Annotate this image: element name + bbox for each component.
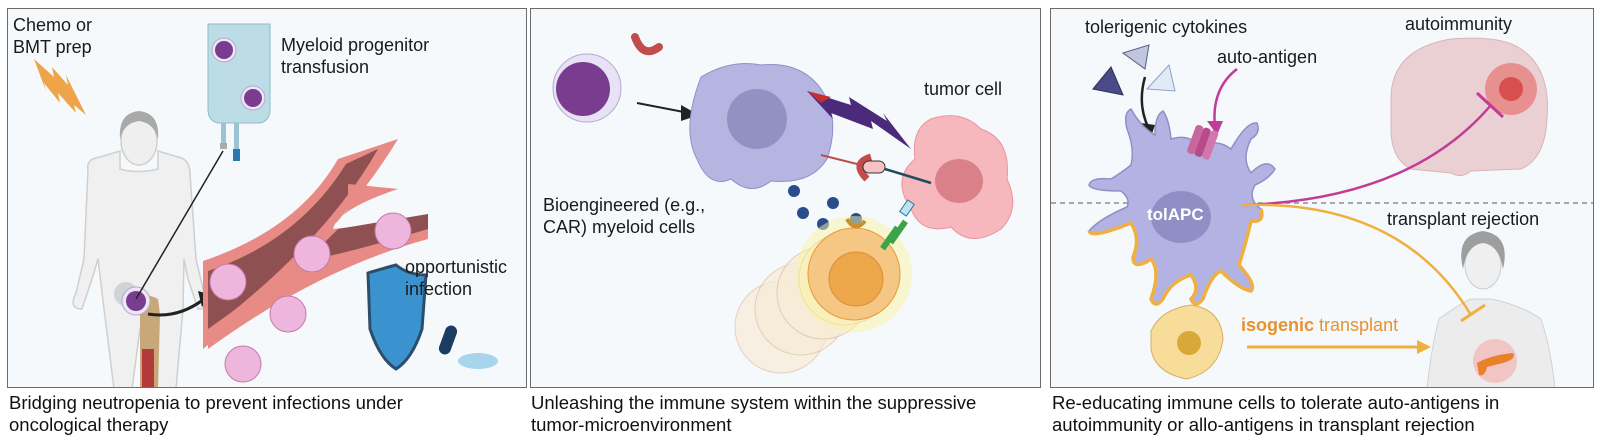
antigen bbox=[862, 160, 886, 174]
hair bbox=[119, 111, 159, 139]
transplant-rejection-label: transplant rejection bbox=[1387, 209, 1540, 229]
receptor-icon bbox=[631, 33, 663, 56]
autoimmunity-label: autoimmunity bbox=[1405, 14, 1513, 34]
panel-tolerance: tolerigenic cytokines auto-antigen autoi… bbox=[1050, 8, 1594, 388]
shield-icon bbox=[366, 263, 428, 371]
isogenic-rest: transplant bbox=[1314, 315, 1399, 335]
transfusion-label-line1: Myeloid progenitor bbox=[281, 35, 430, 55]
marrow bbox=[142, 349, 154, 387]
tumor-nucleus bbox=[935, 159, 983, 203]
lightning-red bbox=[807, 91, 831, 103]
arrow-head bbox=[681, 105, 699, 121]
panel-tumor-illustration bbox=[552, 33, 1014, 374]
tolapc-label: tolAPC bbox=[1147, 205, 1204, 224]
mhc-receptor-icon bbox=[1187, 124, 1219, 160]
lightning-bolt-icon bbox=[34, 59, 86, 115]
brain-icon bbox=[1390, 37, 1548, 177]
neutrophil-icon bbox=[209, 212, 412, 383]
woman-figure-icon bbox=[1426, 231, 1556, 387]
caption-neutropenia: Bridging neutropenia to prevent infectio… bbox=[9, 392, 403, 435]
chemo-label-line1: Chemo or bbox=[13, 15, 93, 35]
cytokine-arrow bbox=[1140, 76, 1151, 130]
panel-neutropenia: Chemo or BMT prep Myeloid progenitor tra… bbox=[7, 8, 527, 388]
triangle-cytokine-icon bbox=[1092, 44, 1176, 96]
bacteria-icon bbox=[438, 325, 498, 369]
auto-antigen-label: auto-antigen bbox=[1217, 47, 1318, 67]
pancreas-icon bbox=[1477, 353, 1514, 376]
tolapc-nucleus bbox=[1151, 191, 1211, 243]
arrow-to-vessel bbox=[147, 297, 205, 317]
tcr-icon bbox=[880, 199, 915, 251]
panel-tumor: Bioengineered (e.g., CAR) myeloid cells … bbox=[530, 8, 1041, 388]
infection-label-line2: infection bbox=[405, 279, 473, 299]
dendritic-cell-orange-outline bbox=[1087, 208, 1264, 306]
panel-tolerance-illustration bbox=[1051, 37, 1593, 387]
arrow-line bbox=[135, 150, 224, 300]
bioengineered-label-line2: CAR) myeloid cells bbox=[543, 217, 696, 237]
inhibition-bar-brain bbox=[1475, 91, 1505, 119]
antigen-arrow bbox=[1213, 68, 1238, 128]
car-receptor-icon bbox=[856, 153, 873, 182]
isogenic-transplant-label: isogenic transplant bbox=[1241, 315, 1398, 336]
bioengineered-label-line1: Bioengineered (e.g., bbox=[543, 195, 706, 215]
lightning-bolt-icon bbox=[807, 91, 911, 149]
inhibition-line-transplant bbox=[1240, 203, 1473, 316]
inhibition-line-brain bbox=[1244, 104, 1492, 207]
inhibition-bar-transplant bbox=[1460, 303, 1486, 323]
panel-neutropenia-illustration bbox=[34, 23, 498, 387]
cytokines-label: tolerigenic cytokines bbox=[1085, 17, 1248, 37]
caption-tolerance: Re-educating immune cells to tolerate au… bbox=[1052, 392, 1500, 435]
macrophage-nucleus bbox=[727, 89, 787, 149]
chemo-label-line2: BMT prep bbox=[13, 37, 92, 57]
progenitor-nucleus bbox=[126, 291, 146, 311]
iv-bag-icon bbox=[207, 23, 271, 161]
antigen-arrow-head bbox=[1207, 121, 1223, 135]
cytokine-receptor-icon bbox=[845, 217, 867, 229]
transfusion-label-line2: transfusion bbox=[281, 57, 370, 77]
islet-nucleus bbox=[1177, 331, 1201, 355]
arrow-line bbox=[636, 102, 690, 114]
isogenic-bold: isogenic bbox=[1241, 315, 1315, 335]
caption-tumor: Unleashing the immune system within the … bbox=[531, 392, 977, 435]
car-linker bbox=[820, 154, 862, 166]
antigen-stalk bbox=[884, 167, 932, 185]
transplant-arrow-head bbox=[1417, 340, 1431, 354]
tumor-cell-label: tumor cell bbox=[924, 79, 1003, 99]
infection-label-line1: opportunistic bbox=[405, 257, 508, 277]
myeloid-cell-icon bbox=[552, 33, 663, 123]
